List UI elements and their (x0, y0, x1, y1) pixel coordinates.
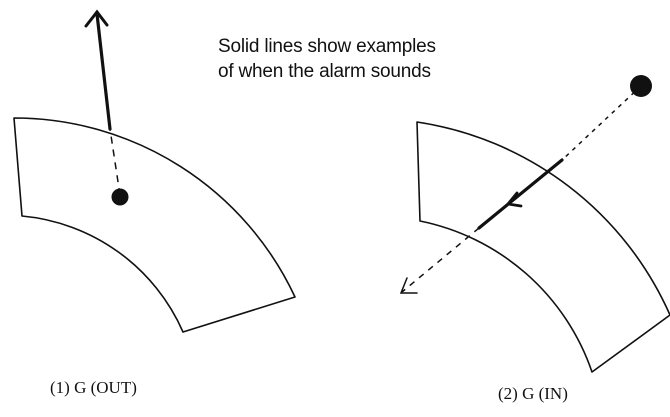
object-dot-in (630, 75, 652, 97)
arrowhead-out (84, 9, 109, 28)
zone-band-in (416, 121, 670, 373)
approach-line-in (561, 85, 642, 161)
note-line-2: of when the alarm sounds (218, 61, 431, 82)
caption-g-in: (2) G (IN) (498, 384, 568, 403)
alarm-path-out (95, 12, 112, 131)
panel-g-in (399, 75, 670, 373)
alarm-path-in (477, 158, 564, 230)
zone-band-out (13, 117, 296, 333)
projection-line-out (109, 128, 121, 196)
panel-g-out (13, 9, 296, 333)
explanatory-note: Solid lines show examples of when the al… (218, 34, 518, 84)
arrowhead-in-solid (505, 191, 523, 208)
caption-g-out: (1) G (OUT) (50, 378, 137, 397)
note-line-1: Solid lines show examples (218, 36, 436, 57)
arrowhead-in-dashed (399, 277, 418, 294)
exit-line-in (401, 227, 480, 293)
object-dot-out (111, 188, 129, 206)
